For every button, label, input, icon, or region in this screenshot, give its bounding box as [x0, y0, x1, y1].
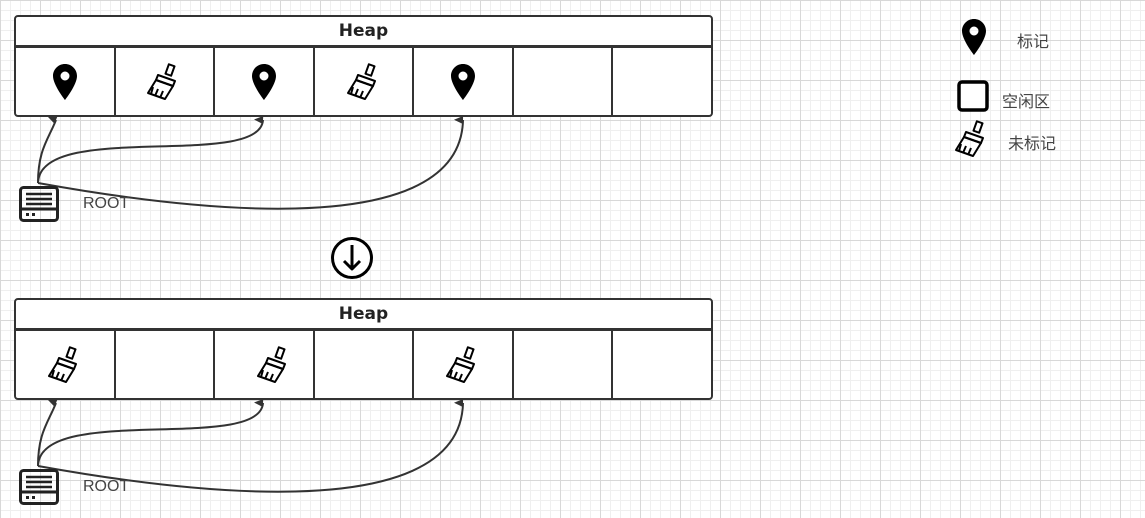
heap-cell-3: [215, 331, 315, 399]
root-ref-arrow: [37, 399, 58, 467]
root-label: ROOT: [83, 195, 130, 212]
server-icon: [19, 469, 59, 505]
broom-icon: [346, 63, 376, 100]
root-ref-arrow: [37, 116, 58, 184]
root-ref-arrow: [37, 116, 464, 210]
legend-label-unmarked: 未标记: [1008, 134, 1057, 153]
heap-cell-5: [414, 48, 514, 116]
free-square-icon: [957, 80, 989, 112]
arrow-down-circle-icon: [331, 237, 373, 279]
heap-title: Heap: [16, 17, 711, 48]
broom-icon: [446, 346, 476, 383]
marked-pin-icon: [251, 64, 276, 100]
heap-title: Heap: [16, 300, 711, 331]
broom-icon: [955, 120, 984, 157]
heap-cell-6: [514, 48, 614, 116]
legend-label-marked: 标记: [1017, 32, 1050, 51]
heap-cell-1: [16, 48, 116, 116]
heap-cell-1: [16, 331, 116, 399]
broom-icon: [256, 346, 286, 383]
root-ref-arrow: [37, 399, 264, 467]
root-ref-arrow: [37, 399, 464, 493]
heap-cell-4: [315, 48, 415, 116]
heap-cell-3: [215, 48, 315, 116]
heap-cell-2: [116, 48, 216, 116]
broom-icon: [47, 346, 77, 383]
server-icon: [19, 186, 59, 222]
legend-label-free: 空闲区: [1002, 92, 1051, 111]
heap-cell-6: [514, 331, 614, 399]
heap-top: Heap: [14, 15, 713, 117]
heap-cell-5: [414, 331, 514, 399]
heap-cell-4: [315, 331, 415, 399]
heap-cell-2: [116, 331, 216, 399]
marked-pin-icon: [52, 64, 77, 100]
root-label: ROOT: [83, 478, 130, 495]
marked-pin-icon: [451, 64, 476, 100]
heap-bottom: Heap: [14, 298, 713, 400]
marked-pin-icon: [962, 19, 986, 55]
broom-icon: [147, 63, 177, 100]
root-ref-arrow: [37, 116, 264, 184]
